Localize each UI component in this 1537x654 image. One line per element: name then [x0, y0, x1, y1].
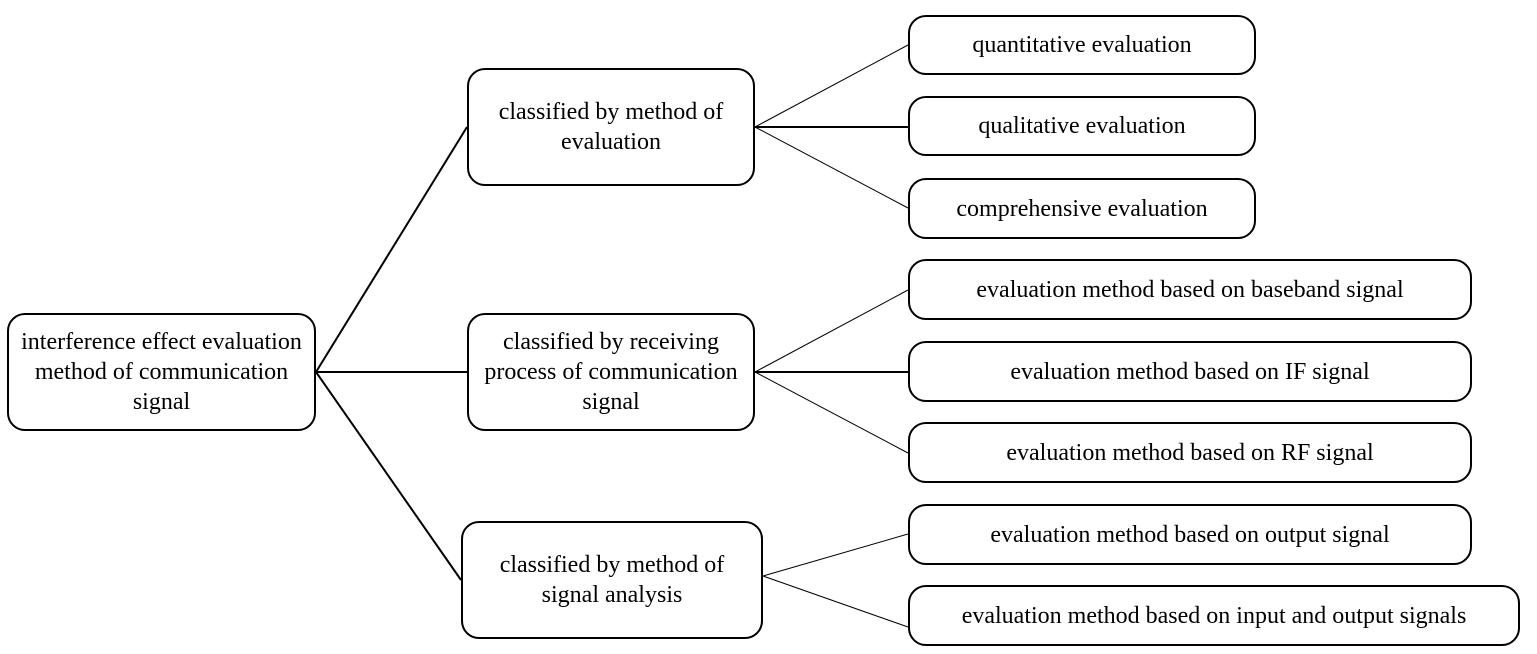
leaf-node-comprehensive-evaluation: comprehensive evaluation [908, 178, 1256, 239]
category-node-receiving-process: classified by receiving process of commu… [467, 313, 755, 431]
leaf-node-output-signal: evaluation method based on output signal [908, 504, 1472, 565]
category-node-evaluation-method: classified by method of evaluation [467, 68, 755, 186]
leaf-node-baseband-signal: evaluation method based on baseband sign… [908, 259, 1472, 320]
connector-root-to-evaluation-method [315, 126, 468, 373]
leaf-node-label: evaluation method based on input and out… [961, 602, 1467, 629]
category-node-signal-analysis: classified by method of signal analysis [461, 521, 763, 639]
leaf-node-label: evaluation method based on IF signal [1010, 358, 1370, 385]
leaf-node-label: evaluation method based on RF signal [1006, 439, 1374, 466]
leaf-node-if-signal: evaluation method based on IF signal [908, 341, 1472, 402]
leaf-node-label: evaluation method based on output signal [990, 521, 1390, 548]
connector-root-to-signal-analysis [315, 371, 462, 581]
leaf-node-qualitative-evaluation: qualitative evaluation [908, 96, 1256, 156]
category-node-label: classified by method of signal analysis [499, 552, 725, 608]
connector-to-output-signal [762, 533, 909, 577]
leaf-node-label: evaluation method based on baseband sign… [976, 276, 1404, 303]
root-node-label: interference effect evaluation method of… [21, 329, 302, 415]
connector-to-rf [754, 371, 909, 454]
leaf-node-quantitative-evaluation: quantitative evaluation [908, 15, 1256, 75]
leaf-node-label: quantitative evaluation [972, 32, 1192, 58]
connector-to-quantitative [754, 44, 909, 128]
category-node-label: classified by receiving process of commu… [484, 329, 738, 415]
leaf-node-label: qualitative evaluation [978, 113, 1186, 139]
leaf-node-label: comprehensive evaluation [956, 195, 1208, 222]
connector-to-comprehensive [754, 126, 909, 209]
category-node-label: classified by method of evaluation [498, 99, 724, 155]
leaf-node-input-and-output-signals: evaluation method based on input and out… [908, 585, 1520, 646]
connector-to-input-output-signals [762, 575, 909, 628]
root-node: interference effect evaluation method of… [7, 313, 316, 431]
connector-to-baseband [754, 289, 909, 373]
leaf-node-rf-signal: evaluation method based on RF signal [908, 422, 1472, 483]
